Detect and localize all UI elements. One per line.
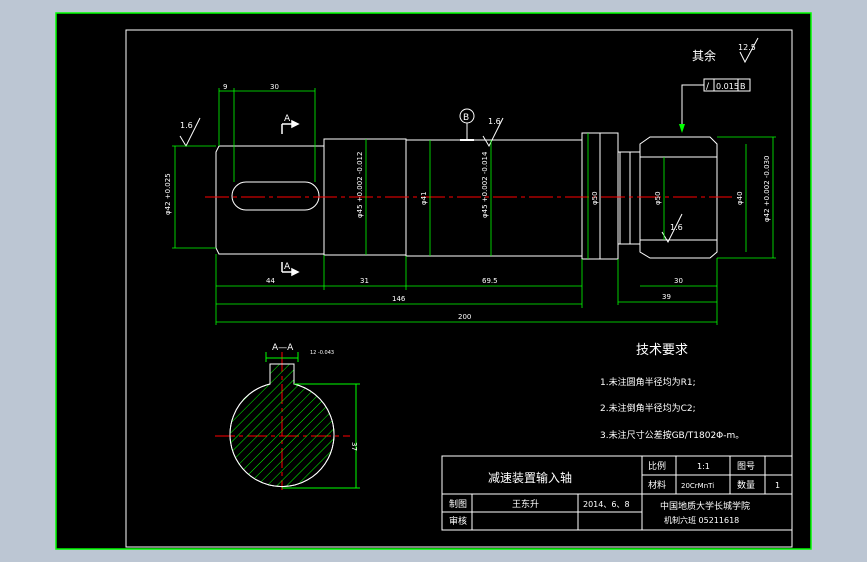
material-label: 材料 [648,479,666,491]
quantity-value: 1 [775,481,780,490]
datum-label: B [463,113,469,123]
section-label-top: A [284,114,291,124]
section-label-bottom: A [284,262,291,272]
dim-bottom-44: 44 [266,277,275,285]
dim-top-30: 30 [270,83,279,91]
dim-bottom-200: 200 [458,313,471,321]
dim-dia-8: φ42 +0.002 -0.030 [763,156,771,222]
dim-dia-1: φ42 +0.025 [164,173,172,215]
finish-label-4: 12.5 [738,43,756,52]
drawing-no-label: 图号 [737,461,755,472]
drawing-date: 2014、6、8 [583,500,630,509]
tolerance-value: 0.015 [716,82,739,91]
material-value: 20CrMnTi [681,482,714,490]
surface-finish-symbols [179,37,759,244]
shaft-outline [215,132,718,260]
tolerance-datum: B [740,82,746,91]
drawn-by: 王东升 [512,498,539,510]
inner-frame [125,29,793,548]
scale-value: 1:1 [697,462,710,471]
dim-top-9: 9 [223,83,227,91]
checked-label: 审核 [449,515,467,527]
dim-dia-5: φ50 [591,191,599,205]
finish-label-2: 1.6 [488,117,501,126]
section-marker-a [281,119,300,277]
dim-bottom-69-5: 69.5 [482,277,498,285]
drawn-label: 制图 [449,498,467,510]
tech-requirement-3: 3.未注尺寸公差按GB/T1802Φ-m。 [600,429,744,441]
scale-label: 比例 [648,460,666,472]
quantity-label: 数量 [737,479,755,491]
part-name: 减速装置输入轴 [488,470,572,485]
tech-requirements-title: 技术要求 [636,343,688,358]
dim-bottom-31: 31 [360,277,369,285]
school-name: 中国地质大学长城学院 [660,500,750,512]
tech-requirement-2: 2.未注倒角半径均为C2; [600,402,696,414]
other-surfaces-note: 其余 [692,48,716,63]
dimension-lines [172,88,776,325]
tolerance-arrow [679,124,685,133]
tolerance-symbol: / [706,82,710,92]
dim-bottom-39: 39 [662,293,671,301]
tolerance-frame [681,78,751,128]
dim-bottom-146: 146 [392,295,406,303]
tech-requirement-1: 1.未注圆角半径均为R1; [600,376,696,388]
dim-bottom-30: 30 [674,277,683,285]
section-view-label: A—A [272,343,294,353]
finish-label-1: 1.6 [180,121,193,130]
dim-dia-7: φ40 [736,191,744,205]
section-view [229,352,360,489]
finish-label-3: 1.6 [670,223,683,232]
class-info: 机制六班 05211618 [664,515,739,525]
section-depth: 37 [350,442,358,451]
outer-border [55,12,812,550]
dim-dia-6: φ50 [654,191,662,205]
title-block [441,455,793,531]
dim-dia-3: φ41 [420,191,428,205]
sheet-background [56,13,811,549]
dim-dia-2: φ45 +0.002 -0.012 [356,152,364,218]
section-keyway-width: 12 -0.043 [310,350,334,356]
dim-dia-4: φ45 +0.002 -0.014 [481,151,489,218]
